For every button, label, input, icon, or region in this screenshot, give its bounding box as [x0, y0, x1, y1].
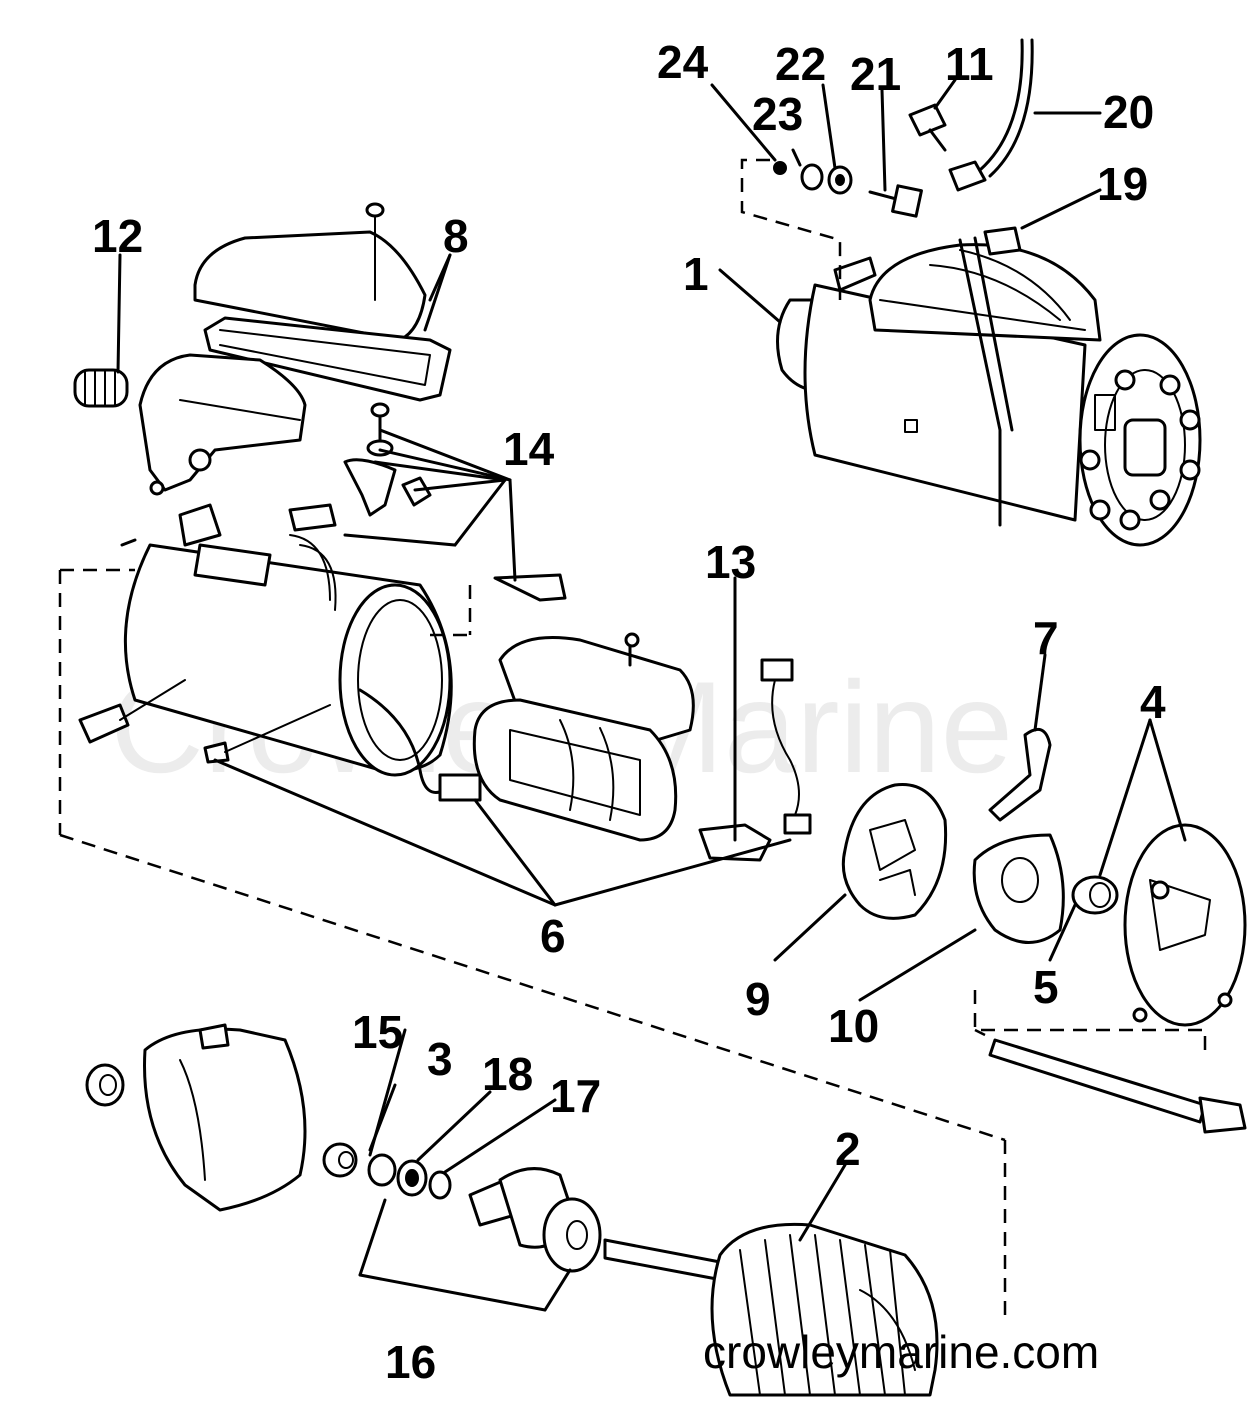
callout-21: 21	[850, 48, 901, 100]
callout-18: 18	[482, 1048, 533, 1100]
solenoid-bracket	[138, 353, 307, 496]
drive-assembly	[468, 1167, 602, 1273]
thru-bolt	[973, 990, 1247, 1134]
callout-3: 3	[427, 1033, 453, 1085]
drive-small-parts	[322, 1142, 452, 1200]
solenoid-cover-8	[193, 202, 452, 402]
drive-end-housing	[85, 1023, 307, 1212]
callout-1: 1	[683, 248, 709, 300]
callout-9: 9	[745, 973, 771, 1025]
spring-7	[988, 727, 1052, 822]
callout-10: 10	[828, 1000, 879, 1052]
leader-lines	[116, 78, 1187, 1312]
callout-22: 22	[775, 38, 826, 90]
callout-17: 17	[550, 1070, 601, 1122]
end-frame-4	[1123, 823, 1247, 1027]
callout-16: 16	[385, 1336, 436, 1388]
callout-13: 13	[705, 536, 756, 588]
callout-19: 19	[1097, 158, 1148, 210]
callout-5: 5	[1033, 961, 1059, 1013]
end-frame-bolts	[1079, 369, 1201, 531]
spring-12	[73, 368, 129, 408]
field-frame-housing	[78, 503, 482, 802]
callout-12: 12	[92, 210, 143, 262]
callout-11: 11	[945, 38, 994, 90]
callout-14: 14	[503, 423, 555, 475]
callout-6: 6	[540, 910, 566, 962]
callout-4: 4	[1140, 676, 1166, 728]
field-coils	[472, 632, 695, 842]
callout-7: 7	[1033, 612, 1059, 664]
callout-2: 2	[835, 1123, 861, 1175]
callout-23: 23	[752, 88, 803, 140]
callout-15: 15	[352, 1006, 403, 1058]
assembly-dashed-lines	[58, 568, 1007, 1320]
brush-plate-9	[841, 782, 948, 920]
plate-10	[972, 833, 1065, 944]
bushing-5	[1071, 875, 1119, 915]
terminal-hardware-14	[288, 402, 567, 602]
callout-20: 20	[1103, 86, 1154, 138]
armature-2	[603, 1222, 939, 1397]
callout-8: 8	[443, 210, 469, 262]
callout-24: 24	[657, 36, 709, 88]
callout-labels: 1 2 3 4 5 6 7 8 9 10 11 12 13 14 15 16 1…	[92, 36, 1166, 1388]
website-watermark: crowleymarine.com	[703, 1326, 1099, 1378]
hardware-top-right	[740, 38, 1034, 300]
assembled-starter	[776, 226, 1202, 547]
